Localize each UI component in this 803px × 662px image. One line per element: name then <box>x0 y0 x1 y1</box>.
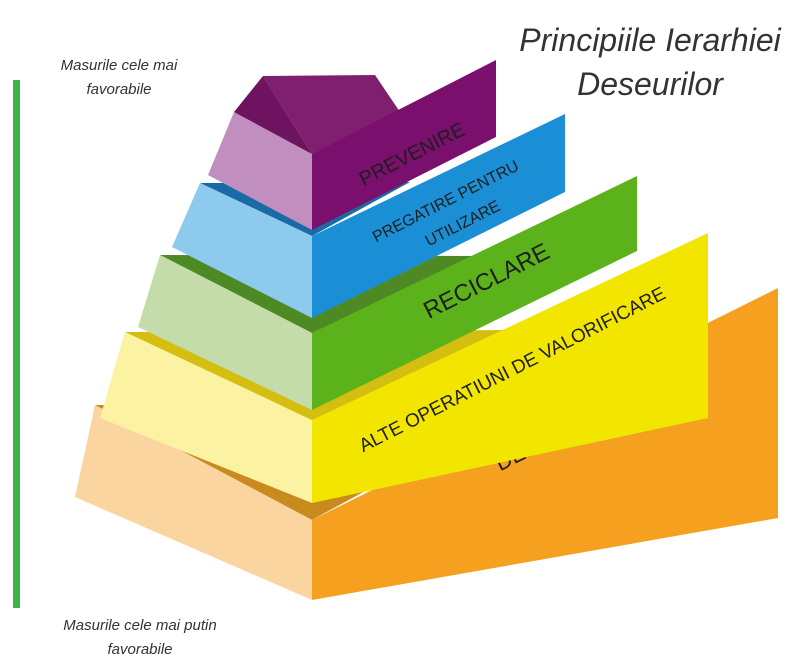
level-pregatire-front-face <box>312 114 565 318</box>
level-reciclare-front-face <box>312 176 637 410</box>
favorability-scale-bar <box>13 80 20 608</box>
level-alte-operatiuni-front-face <box>312 233 708 503</box>
level-prevenire-top-face <box>263 75 400 154</box>
level-prevenire: PREVENIRE <box>208 60 496 230</box>
level-alte-operatiuni-left-face <box>100 332 312 503</box>
least-favorable-line-1: Masurile cele mai putin <box>63 617 217 634</box>
title-line-2: Deseurilor <box>577 66 723 102</box>
least-favorable-line-2: favorabile <box>107 641 173 658</box>
diagram-title: Principiile Ierarhiei Deseurilor <box>505 18 795 106</box>
level-pregatire-left-face <box>172 183 312 318</box>
title-line-1: Principiile Ierarhiei <box>519 22 781 58</box>
level-prevenire-back-top-face <box>234 76 312 154</box>
most-favorable-line-1: Masurile cele mai <box>60 57 178 74</box>
least-favorable-label: Masurile cele mai putin favorabile <box>30 614 250 662</box>
level-prevenire-left-face <box>208 112 312 230</box>
most-favorable-line-2: favorabile <box>86 81 152 98</box>
level-prevenire-front-face <box>312 60 496 230</box>
level-reciclare-left-face <box>138 255 312 410</box>
most-favorable-label: Masurile cele mai favorabile <box>34 54 204 102</box>
level-depozitare-left-face <box>75 405 312 600</box>
